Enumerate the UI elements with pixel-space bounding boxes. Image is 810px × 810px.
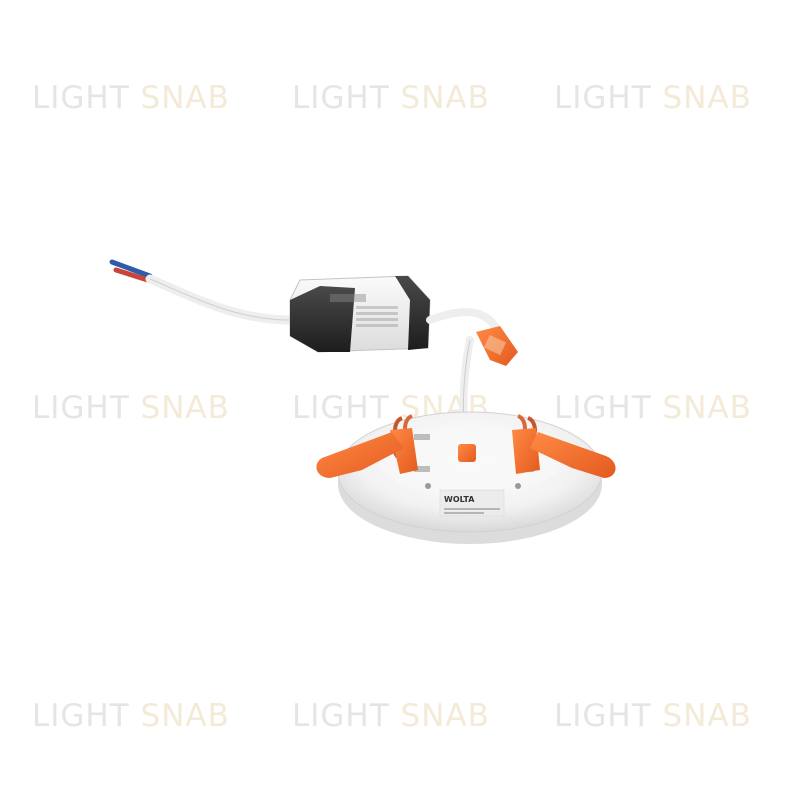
watermark-r1c2: LIGHT SNAB — [292, 80, 490, 116]
watermark-r2c3: LIGHT SNAB — [554, 390, 752, 426]
quick-connector — [476, 326, 518, 366]
input-wires — [109, 259, 305, 325]
fixture-body — [337, 411, 603, 544]
watermark-r2c1: LIGHT SNAB — [32, 390, 230, 426]
right-spring-clip — [512, 414, 616, 478]
watermark-r3c1: LIGHT SNAB — [32, 698, 230, 734]
center-terminal — [458, 444, 476, 462]
watermark-r3c2: LIGHT SNAB — [292, 698, 490, 734]
left-spring-clip — [316, 414, 418, 478]
watermark-r1c1: LIGHT SNAB — [32, 80, 230, 116]
watermark-r3c3: LIGHT SNAB — [554, 698, 752, 734]
brand-label: WOLTA — [444, 495, 475, 504]
watermark-r1c3: LIGHT SNAB — [554, 80, 752, 116]
led-driver-box — [289, 275, 431, 353]
